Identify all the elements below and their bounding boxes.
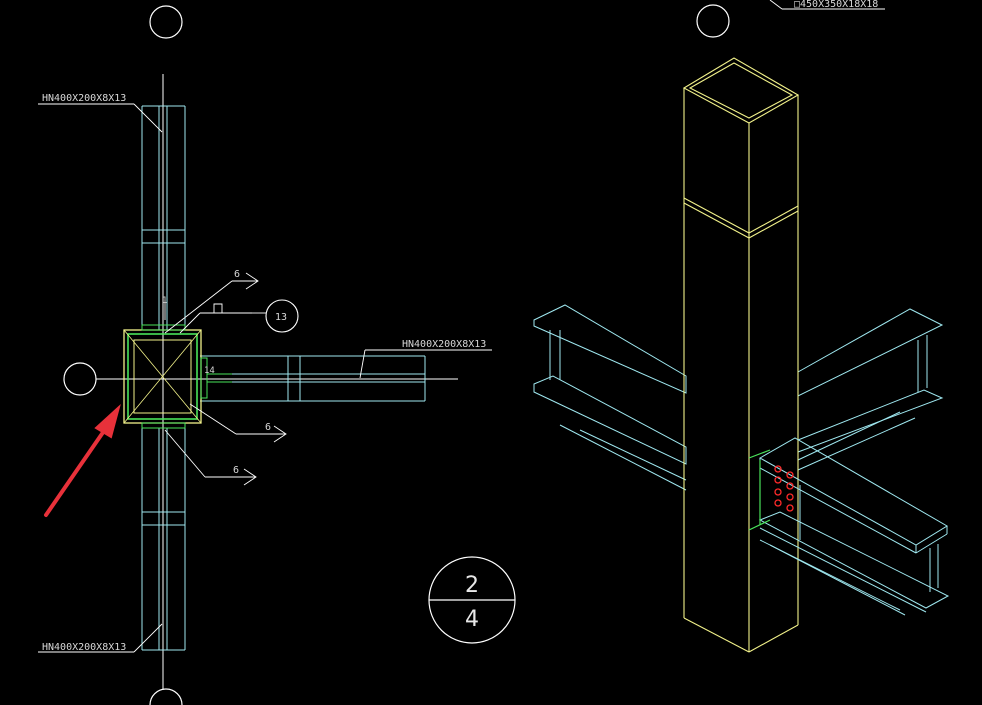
weld-leaders bbox=[164, 272, 299, 486]
bolt bbox=[774, 476, 782, 484]
red-arrow-icon bbox=[44, 403, 121, 517]
column-3d bbox=[682, 57, 800, 653]
bolt bbox=[786, 482, 794, 490]
section-label-bottom: HN400X200X8X13 bbox=[42, 642, 126, 653]
bolt bbox=[774, 488, 782, 496]
beam-back-left bbox=[533, 304, 687, 491]
section-symbol-bottom: 4 bbox=[465, 607, 479, 632]
plan-detail: HN400X200X8X13 HN400X200X8X13 HN400X200X… bbox=[38, 5, 492, 705]
lower-beam bbox=[141, 428, 186, 651]
bolt-group bbox=[774, 465, 794, 512]
upper-beam bbox=[141, 105, 186, 330]
bolt bbox=[774, 499, 782, 507]
bolt bbox=[786, 471, 794, 479]
weld-mark-label: 14 bbox=[204, 366, 215, 376]
grid-bubble-top bbox=[149, 5, 183, 39]
weld-size-mid: 6 bbox=[265, 422, 271, 433]
weld-size-bottom: 6 bbox=[233, 465, 239, 476]
bolt bbox=[774, 465, 782, 473]
weld-size-top: 6 bbox=[234, 269, 240, 280]
right-beam bbox=[200, 355, 426, 402]
column-plan bbox=[123, 324, 232, 429]
section-label-top: HN400X200X8X13 bbox=[42, 93, 126, 104]
grid-bubble-3d bbox=[696, 4, 730, 38]
section-leaders bbox=[38, 103, 492, 653]
column-section-label: □450X350X18X18 bbox=[794, 0, 878, 10]
grid-bubble-bottom bbox=[149, 688, 183, 705]
isometric-detail: □450X350X18X18 bbox=[533, 0, 950, 653]
section-symbol: 2 4 bbox=[428, 556, 516, 644]
section-label-right-beam: HN400X200X8X13 bbox=[402, 339, 486, 350]
weld-small-label: 1 bbox=[162, 296, 167, 306]
shear-plates bbox=[748, 449, 771, 531]
detail-ref-number: 13 bbox=[275, 312, 287, 323]
section-symbol-top: 2 bbox=[465, 573, 479, 598]
bolt bbox=[786, 504, 794, 512]
bolt bbox=[786, 493, 794, 501]
plan-labels: HN400X200X8X13 HN400X200X8X13 HN400X200X… bbox=[42, 93, 486, 653]
